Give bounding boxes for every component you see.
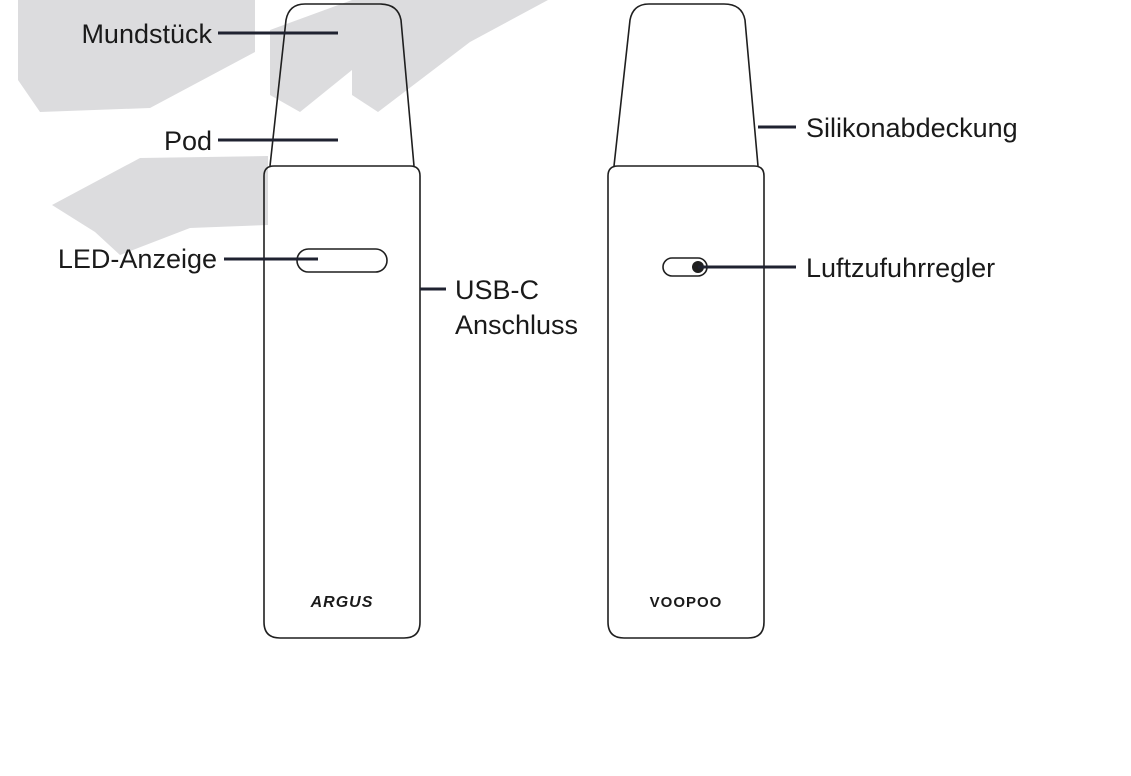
argus-logo: ARGUS [310, 594, 374, 611]
label-usb-line1: USB-C [455, 275, 539, 305]
callout-labels: Mundstück Pod LED-Anzeige USB-C Anschlus… [58, 19, 1018, 340]
watermark [18, 0, 548, 255]
label-mouthpiece: Mundstück [81, 19, 212, 49]
label-airflow: Luftzufuhrregler [806, 253, 995, 283]
right-device [607, 3, 765, 639]
label-usb-line2: Anschluss [455, 310, 578, 340]
left-pod-outline [269, 3, 415, 167]
watermark-stroke-mid [270, 0, 352, 112]
voopoo-logo: VOOPOO [650, 594, 723, 611]
label-silicone-cover: Silikonabdeckung [806, 113, 1018, 143]
watermark-stroke-top [18, 0, 255, 112]
label-led: LED-Anzeige [58, 244, 217, 274]
label-pod: Pod [164, 126, 212, 156]
watermark-stroke-right [352, 0, 548, 112]
watermark-stroke-left [52, 156, 268, 255]
left-body-outline [263, 165, 421, 639]
leader-lines [218, 31, 796, 291]
right-body-outline [607, 165, 765, 639]
right-pod-outline [613, 3, 759, 167]
left-device [263, 3, 421, 639]
